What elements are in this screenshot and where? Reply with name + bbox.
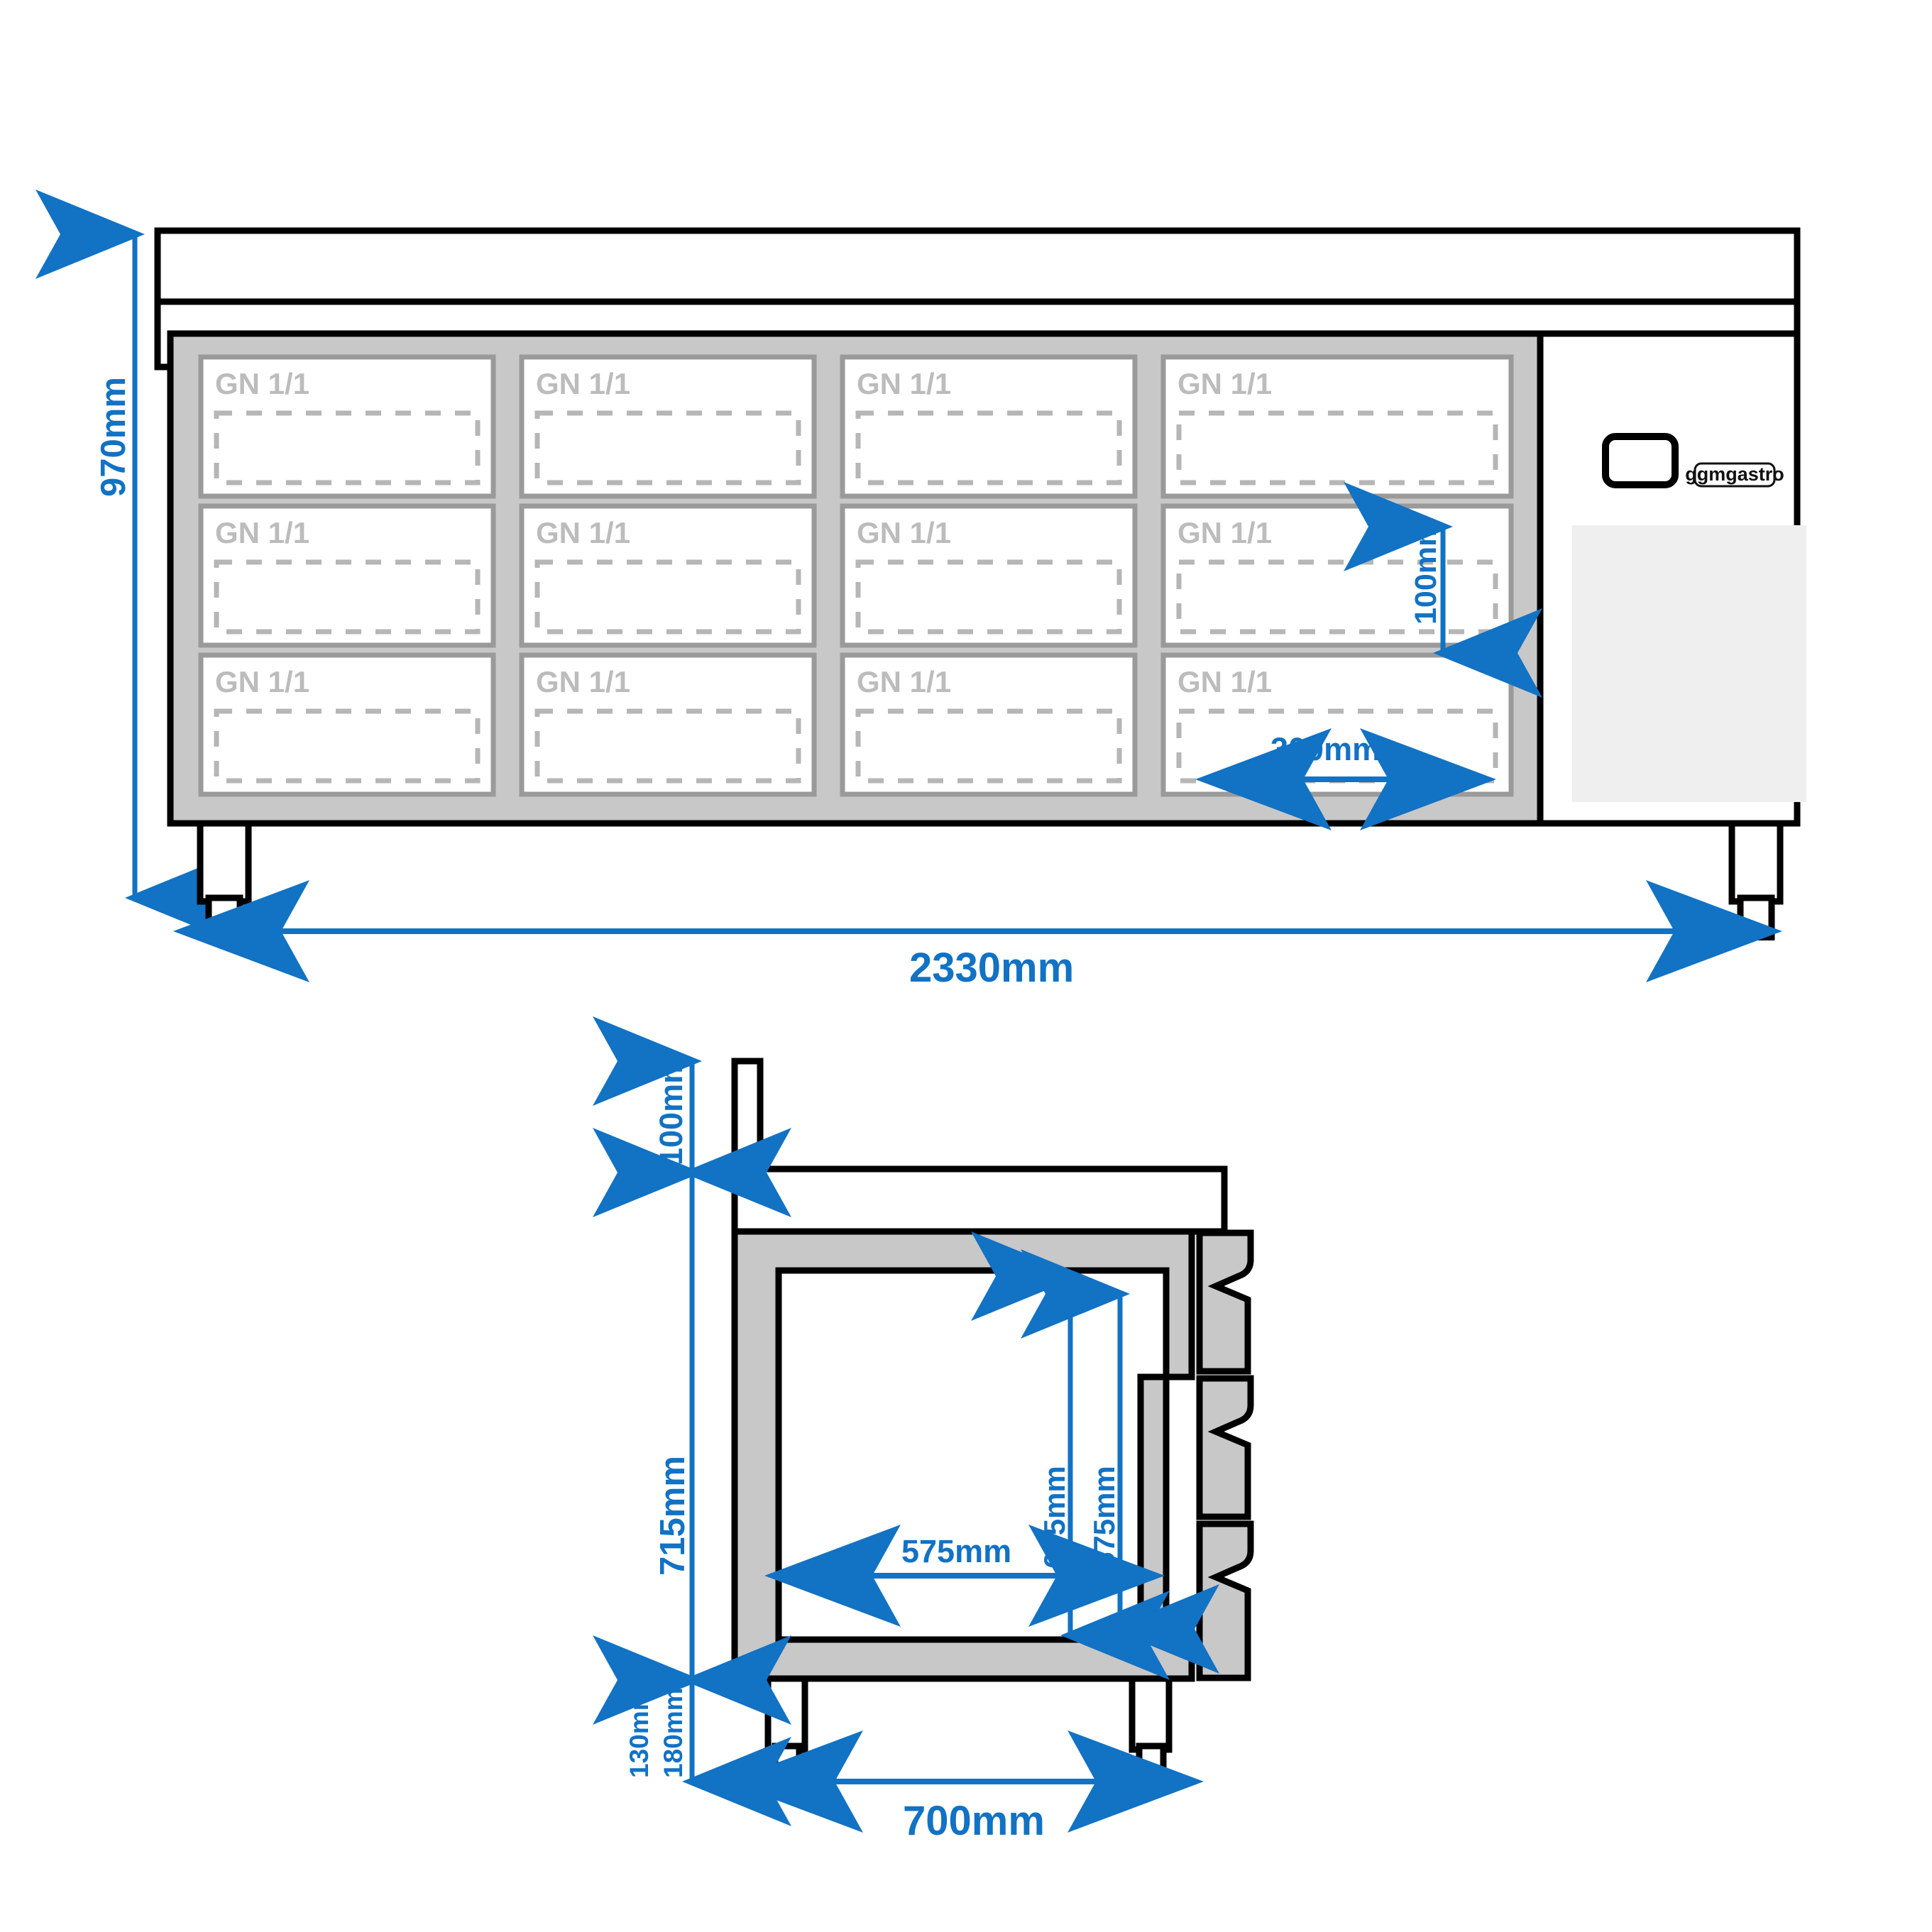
dim-value-130: 130mm- xyxy=(625,1679,654,1778)
side-backsplash xyxy=(731,1058,764,1178)
dim-value-300: 300mm xyxy=(1270,731,1381,767)
gn-label: GN 1/1 xyxy=(536,367,630,400)
gn-label: GN 1/1 xyxy=(215,665,309,698)
dim-value-2330: 2330mm xyxy=(909,945,1075,991)
dim-label-drawer-height: 100mm xyxy=(1409,520,1444,625)
gn-label: GN 1/1 xyxy=(1178,665,1272,698)
drawer-grid xyxy=(198,354,1514,797)
gn-label: GN 1/1 xyxy=(536,516,630,549)
front-legs xyxy=(197,820,1784,940)
compressor-vent-panel xyxy=(1572,525,1806,802)
side-view: 100mm 715mm 130mm- 180mm 605mm 575mm 575… xyxy=(0,1008,1932,1932)
dim-value-575v: 575mm xyxy=(1087,1466,1121,1569)
dim-label-leg-height-2: 180mm xyxy=(659,1687,688,1778)
dim-value-970: 970mm xyxy=(94,377,133,497)
side-legs xyxy=(764,1675,1173,1784)
side-worktop xyxy=(731,1165,1228,1235)
dim-value-575h: 575mm xyxy=(901,1533,1012,1569)
gn-label: GN 1/1 xyxy=(536,665,630,698)
gn-label: GN 1/1 xyxy=(857,367,951,400)
gn-label: GN 1/1 xyxy=(857,516,951,549)
brand-logo-badge xyxy=(1694,462,1776,488)
side-drawer-fronts xyxy=(1196,1229,1254,1681)
dim-label-inner-depth: 575mm xyxy=(901,1533,1011,1570)
dim-value-605: 605mm xyxy=(1038,1466,1071,1569)
dim-label-inner-height-575: 575mm xyxy=(1087,1466,1121,1569)
dim-label-cabinet-height: 715mm xyxy=(653,1456,693,1576)
gn-label: GN 1/1 xyxy=(215,516,309,549)
gn-label: GN 1/1 xyxy=(1178,516,1272,549)
dim-value-715: 715mm xyxy=(654,1456,692,1576)
gn-label: GN 1/1 xyxy=(1178,367,1272,400)
dim-label-inner-height-605: 605mm xyxy=(1038,1466,1072,1569)
dim-value-100-side: 100mm xyxy=(653,1055,689,1165)
gn-label: GN 1/1 xyxy=(215,367,309,400)
gn-label: GN 1/1 xyxy=(857,665,951,698)
dim-label-backsplash-height: 100mm xyxy=(653,1055,690,1165)
dim-value-700: 700mm xyxy=(903,1798,1045,1844)
gn-labels: GN 1/1 GN 1/1 GN 1/1 GN 1/1 GN 1/1 GN 1/… xyxy=(215,367,1272,698)
dim-value-100: 100mm xyxy=(1409,519,1443,625)
compressor-housing: ggmgastro xyxy=(1537,330,1806,827)
brand-logo-text: ggmgastro xyxy=(1685,463,1784,485)
dim-label-overall-depth: 700mm xyxy=(903,1797,1045,1845)
control-display xyxy=(1602,433,1679,488)
dim-label-overall-width: 2330mm xyxy=(909,944,1074,992)
dim-label-leg-height: 130mm- xyxy=(625,1679,654,1778)
front-view: GN 1/1 GN 1/1 GN 1/1 GN 1/1 GN 1/1 GN 1/… xyxy=(35,190,1806,992)
side-cabinet-body xyxy=(731,1228,1195,1682)
dim-label-overall-height: 970mm xyxy=(94,377,133,497)
dim-value-180: 180mm xyxy=(659,1687,688,1778)
dim-label-drawer-width: 300mm xyxy=(1270,731,1381,768)
